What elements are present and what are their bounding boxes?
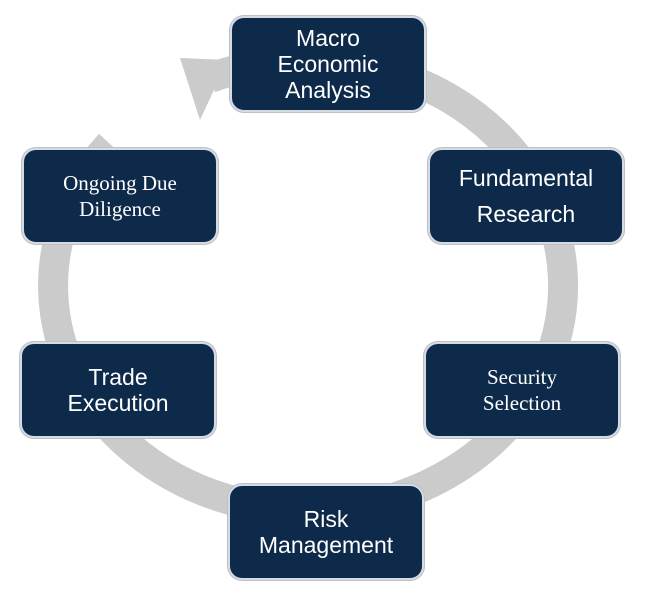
step-trade-execution: Trade Execution bbox=[20, 342, 216, 438]
step-label-line: Ongoing Due bbox=[63, 171, 177, 195]
step-label-line: Analysis bbox=[285, 77, 371, 103]
step-label-line: Security bbox=[487, 365, 557, 389]
step-label-line: Management bbox=[258, 532, 394, 558]
step-macro-economic-analysis: Macro Economic Analysis bbox=[230, 16, 426, 112]
step-label-line: Risk bbox=[303, 506, 349, 532]
step-label-line: Economic bbox=[277, 51, 379, 77]
step-label-line: Execution bbox=[67, 390, 169, 416]
step-fundamental-research: Fundamental Research bbox=[428, 148, 624, 244]
cycle-arrowhead bbox=[180, 58, 228, 120]
step-ongoing-due-diligence: Ongoing Due Diligence bbox=[22, 148, 218, 244]
step-label-line: Selection bbox=[482, 391, 562, 415]
step-risk-management: Risk Management bbox=[228, 484, 424, 580]
step-label-line: Macro bbox=[296, 25, 360, 51]
step-label-line: Research bbox=[476, 201, 576, 227]
step-security-selection: Security Selection bbox=[424, 342, 620, 438]
step-label-line: Fundamental bbox=[458, 165, 594, 191]
step-label-line: Diligence bbox=[79, 197, 161, 221]
step-label-line: Trade bbox=[88, 364, 148, 390]
cycle-ring-arc bbox=[38, 45, 579, 526]
